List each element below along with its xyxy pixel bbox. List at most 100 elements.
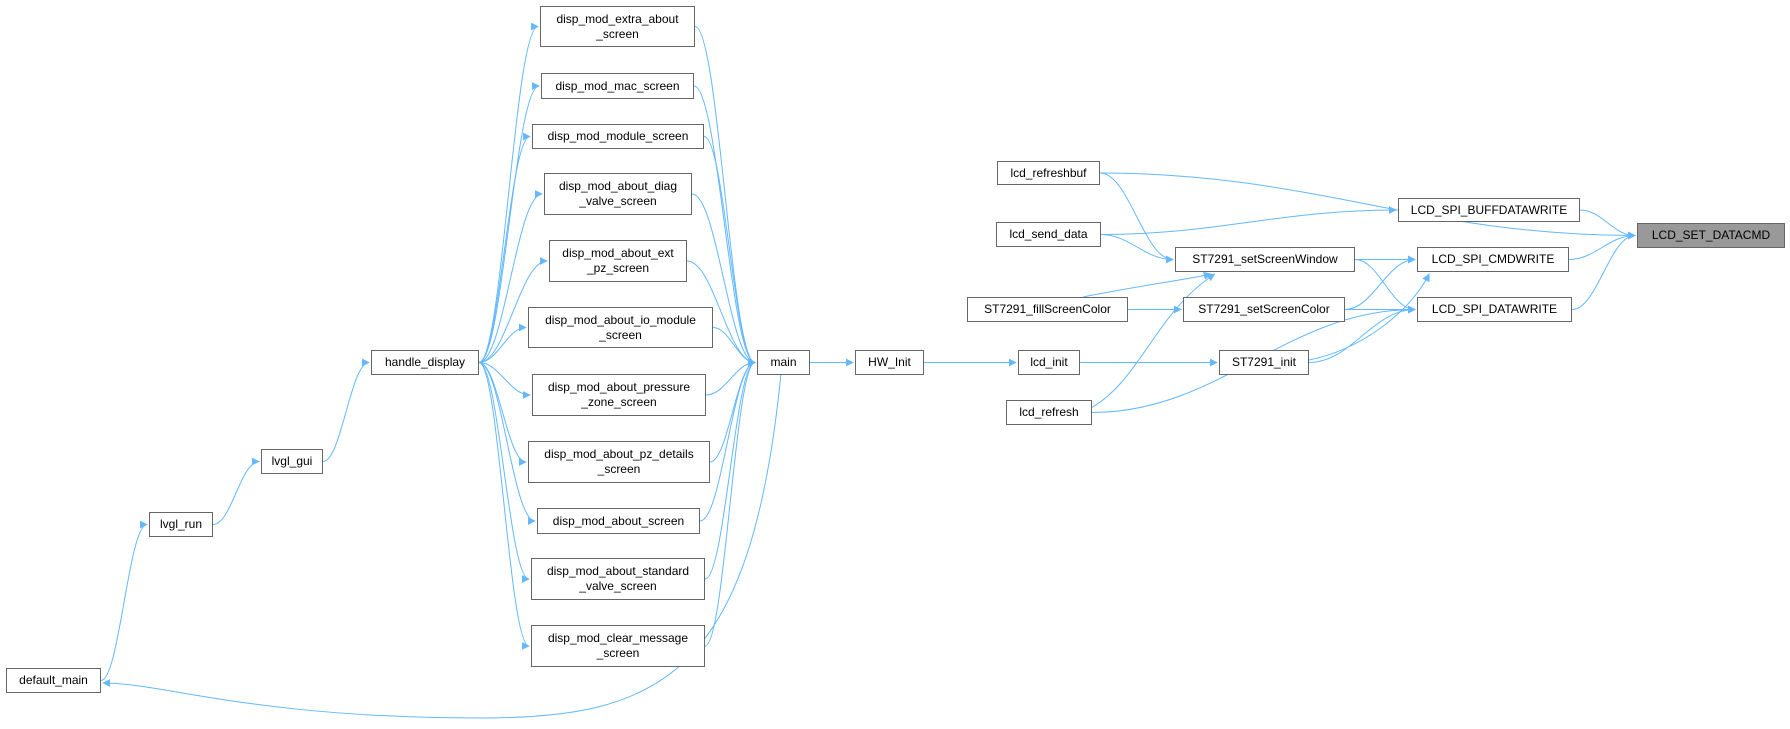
node-label-line-2: _pz_screen (586, 261, 650, 275)
node-label: LCD_SET_DATACMD (1651, 228, 1771, 242)
node-label-line-2: _zone_screen (581, 395, 657, 409)
edge-m11-to-main (704, 358, 756, 647)
node-label: LCD_SPI_CMDWRITE (1431, 252, 1555, 266)
node-st7291-setscreencolor[interactable]: ST7291_setScreenColor (1183, 297, 1345, 322)
node-label: main (770, 355, 797, 369)
edge-default_main-to-lvgl_run (100, 520, 148, 681)
node-disp-mod-module-screen[interactable]: disp_mod_module_screen (532, 124, 704, 149)
node-disp-mod-about-diag-valve-screen[interactable]: disp_mod_about_diag _valve_screen (544, 173, 692, 215)
node-handle-display[interactable]: handle_display (371, 350, 479, 375)
node-disp-mod-about-pressure-zone-screen[interactable]: disp_mod_about_pressure _zone_screen (532, 374, 706, 416)
node-label: disp_mod_module_screen (547, 129, 689, 143)
edge-send_data-to-setwin (1100, 234, 1174, 264)
edge-lcd_refreshbuf-to-target (1099, 172, 1636, 240)
edge-lvgl_gui-to-handle (322, 358, 370, 462)
node-label: ST7291_setScreenColor (1198, 302, 1330, 316)
node-label-line-2: _valve_screen (579, 579, 657, 593)
edge-send_data-to-buffdatawrite (1100, 206, 1397, 235)
edge-handle-to-m6 (478, 323, 527, 363)
edge-handle-to-m9 (478, 362, 536, 525)
node-label: ST7291_fillScreenColor (984, 302, 1111, 316)
edge-handle-to-m11 (478, 362, 530, 650)
edge-m9-to-main (699, 358, 756, 522)
node-disp-mod-about-standard-valve-screen[interactable]: disp_mod_about_standard _valve_screen (531, 558, 705, 600)
edge-fillcolor-to-setwin (1082, 271, 1212, 298)
edge-m3-to-main (703, 136, 756, 367)
edge-lcd_refreshbuf-to-setwin (1099, 172, 1174, 264)
edge-setcolor-to-cmdwrite (1344, 255, 1416, 310)
node-disp-mod-about-ext-pz-screen[interactable]: disp_mod_about_ext _pz_screen (549, 240, 687, 282)
node-label: ST7291_setScreenWindow (1192, 252, 1338, 266)
node-label: default_main (19, 673, 88, 687)
edge-lvgl_run-to-lvgl_gui (212, 457, 260, 525)
node-disp-mod-mac-screen[interactable]: disp_mod_mac_screen (541, 73, 694, 99)
node-label-line-1: disp_mod_clear_message (547, 631, 689, 645)
edge-handle-to-m7 (478, 362, 531, 399)
node-st7291-setscreenwindow[interactable]: ST7291_setScreenWindow (1175, 247, 1355, 272)
node-lcd-spi-cmdwrite[interactable]: LCD_SPI_CMDWRITE (1417, 247, 1569, 272)
node-label: disp_mod_about_screen (552, 513, 685, 528)
edge-handle-to-m10 (478, 362, 530, 583)
edge-st_init-to-datawrite (1308, 305, 1416, 363)
node-label: lcd_refresh (1019, 405, 1079, 419)
edge-handle-to-m5 (478, 257, 548, 363)
node-disp-mod-about-io-module-screen[interactable]: disp_mod_about_io_module _screen (528, 307, 713, 348)
node-disp-mod-clear-message-screen[interactable]: disp_mod_clear_message _screen (531, 625, 705, 667)
node-lcd-send-data[interactable]: lcd_send_data (996, 222, 1101, 247)
node-label-line-2: _screen (597, 462, 641, 476)
node-label: lcd_refreshbuf (1010, 165, 1087, 180)
edge-main-to-default_main (102, 374, 782, 719)
edge-handle-to-m1 (478, 22, 539, 363)
node-label: disp_mod_mac_screen (555, 78, 680, 93)
edge-m4-to-main (691, 193, 756, 367)
node-label-line-2: _screen (596, 646, 640, 660)
node-label: lvgl_gui (271, 454, 313, 468)
edge-st_init-to-cmdwrite (1308, 273, 1430, 361)
node-lcd-refresh[interactable]: lcd_refresh (1006, 400, 1092, 425)
node-lcd-set-datacmd[interactable]: LCD_SET_DATACMD (1637, 223, 1785, 248)
node-label-line-1: disp_mod_about_diag (558, 179, 678, 193)
edge-m6-to-main (712, 327, 756, 367)
node-label-line-1: disp_mod_about_io_module (545, 312, 696, 327)
edge-handle-to-m4 (478, 190, 543, 363)
edge-m5-to-main (686, 260, 756, 367)
edge-m2-to-main (693, 85, 756, 367)
node-hw-init[interactable]: HW_Init (855, 350, 924, 375)
node-label: lcd_send_data (1009, 227, 1088, 241)
node-disp-mod-about-pz-details-screen[interactable]: disp_mod_about_pz_details _screen (528, 441, 710, 483)
node-label: lcd_init (1030, 355, 1068, 369)
node-label-line-2: _valve_screen (579, 194, 657, 208)
node-label-line-1: disp_mod_extra_about (556, 11, 679, 26)
node-lcd-refreshbuf[interactable]: lcd_refreshbuf (997, 161, 1100, 185)
node-label: lvgl_run (159, 517, 203, 531)
node-label-line-1: disp_mod_about_pz_details (544, 447, 694, 461)
node-lcd-init[interactable]: lcd_init (1018, 350, 1080, 375)
edge-handle-to-m3 (478, 132, 531, 363)
node-disp-mod-extra-about-screen[interactable]: disp_mod_extra_about _screen (540, 6, 695, 47)
edge-m7-to-main (705, 358, 756, 396)
node-lvgl-gui[interactable]: lvgl_gui (261, 449, 323, 474)
node-label-line-1: disp_mod_about_standard (546, 564, 690, 578)
node-label: LCD_SPI_BUFFDATAWRITE (1410, 202, 1568, 217)
edge-m8-to-main (709, 358, 756, 463)
node-lcd-spi-buffdatawrite[interactable]: LCD_SPI_BUFFDATAWRITE (1398, 198, 1580, 222)
node-lcd-spi-datawrite[interactable]: LCD_SPI_DATAWRITE (1417, 297, 1572, 322)
node-label-line-1: disp_mod_about_pressure (547, 380, 691, 394)
edge-datawrite-to-target (1571, 231, 1636, 310)
node-label-line-2: _screen (596, 26, 639, 41)
node-label-line-2: _screen (599, 327, 642, 342)
node-st7291-init[interactable]: ST7291_init (1219, 350, 1309, 375)
edge-handle-to-m8 (478, 362, 527, 466)
node-st7291-fillscreencolor[interactable]: ST7291_fillScreenColor (967, 297, 1128, 322)
edge-buffdatawrite-to-target (1579, 209, 1636, 240)
node-default-main[interactable]: default_main (6, 668, 101, 693)
node-lvgl-run[interactable]: lvgl_run (149, 512, 213, 537)
node-label: LCD_SPI_DATAWRITE (1431, 302, 1558, 316)
node-main[interactable]: main (757, 350, 810, 375)
node-label-line-1: disp_mod_about_ext (562, 246, 674, 260)
node-disp-mod-about-screen[interactable]: disp_mod_about_screen (537, 508, 700, 534)
edge-lcd_refresh-to-setwin (1091, 273, 1216, 408)
node-label: handle_display (384, 355, 466, 369)
edge-m10-to-main (704, 358, 756, 580)
